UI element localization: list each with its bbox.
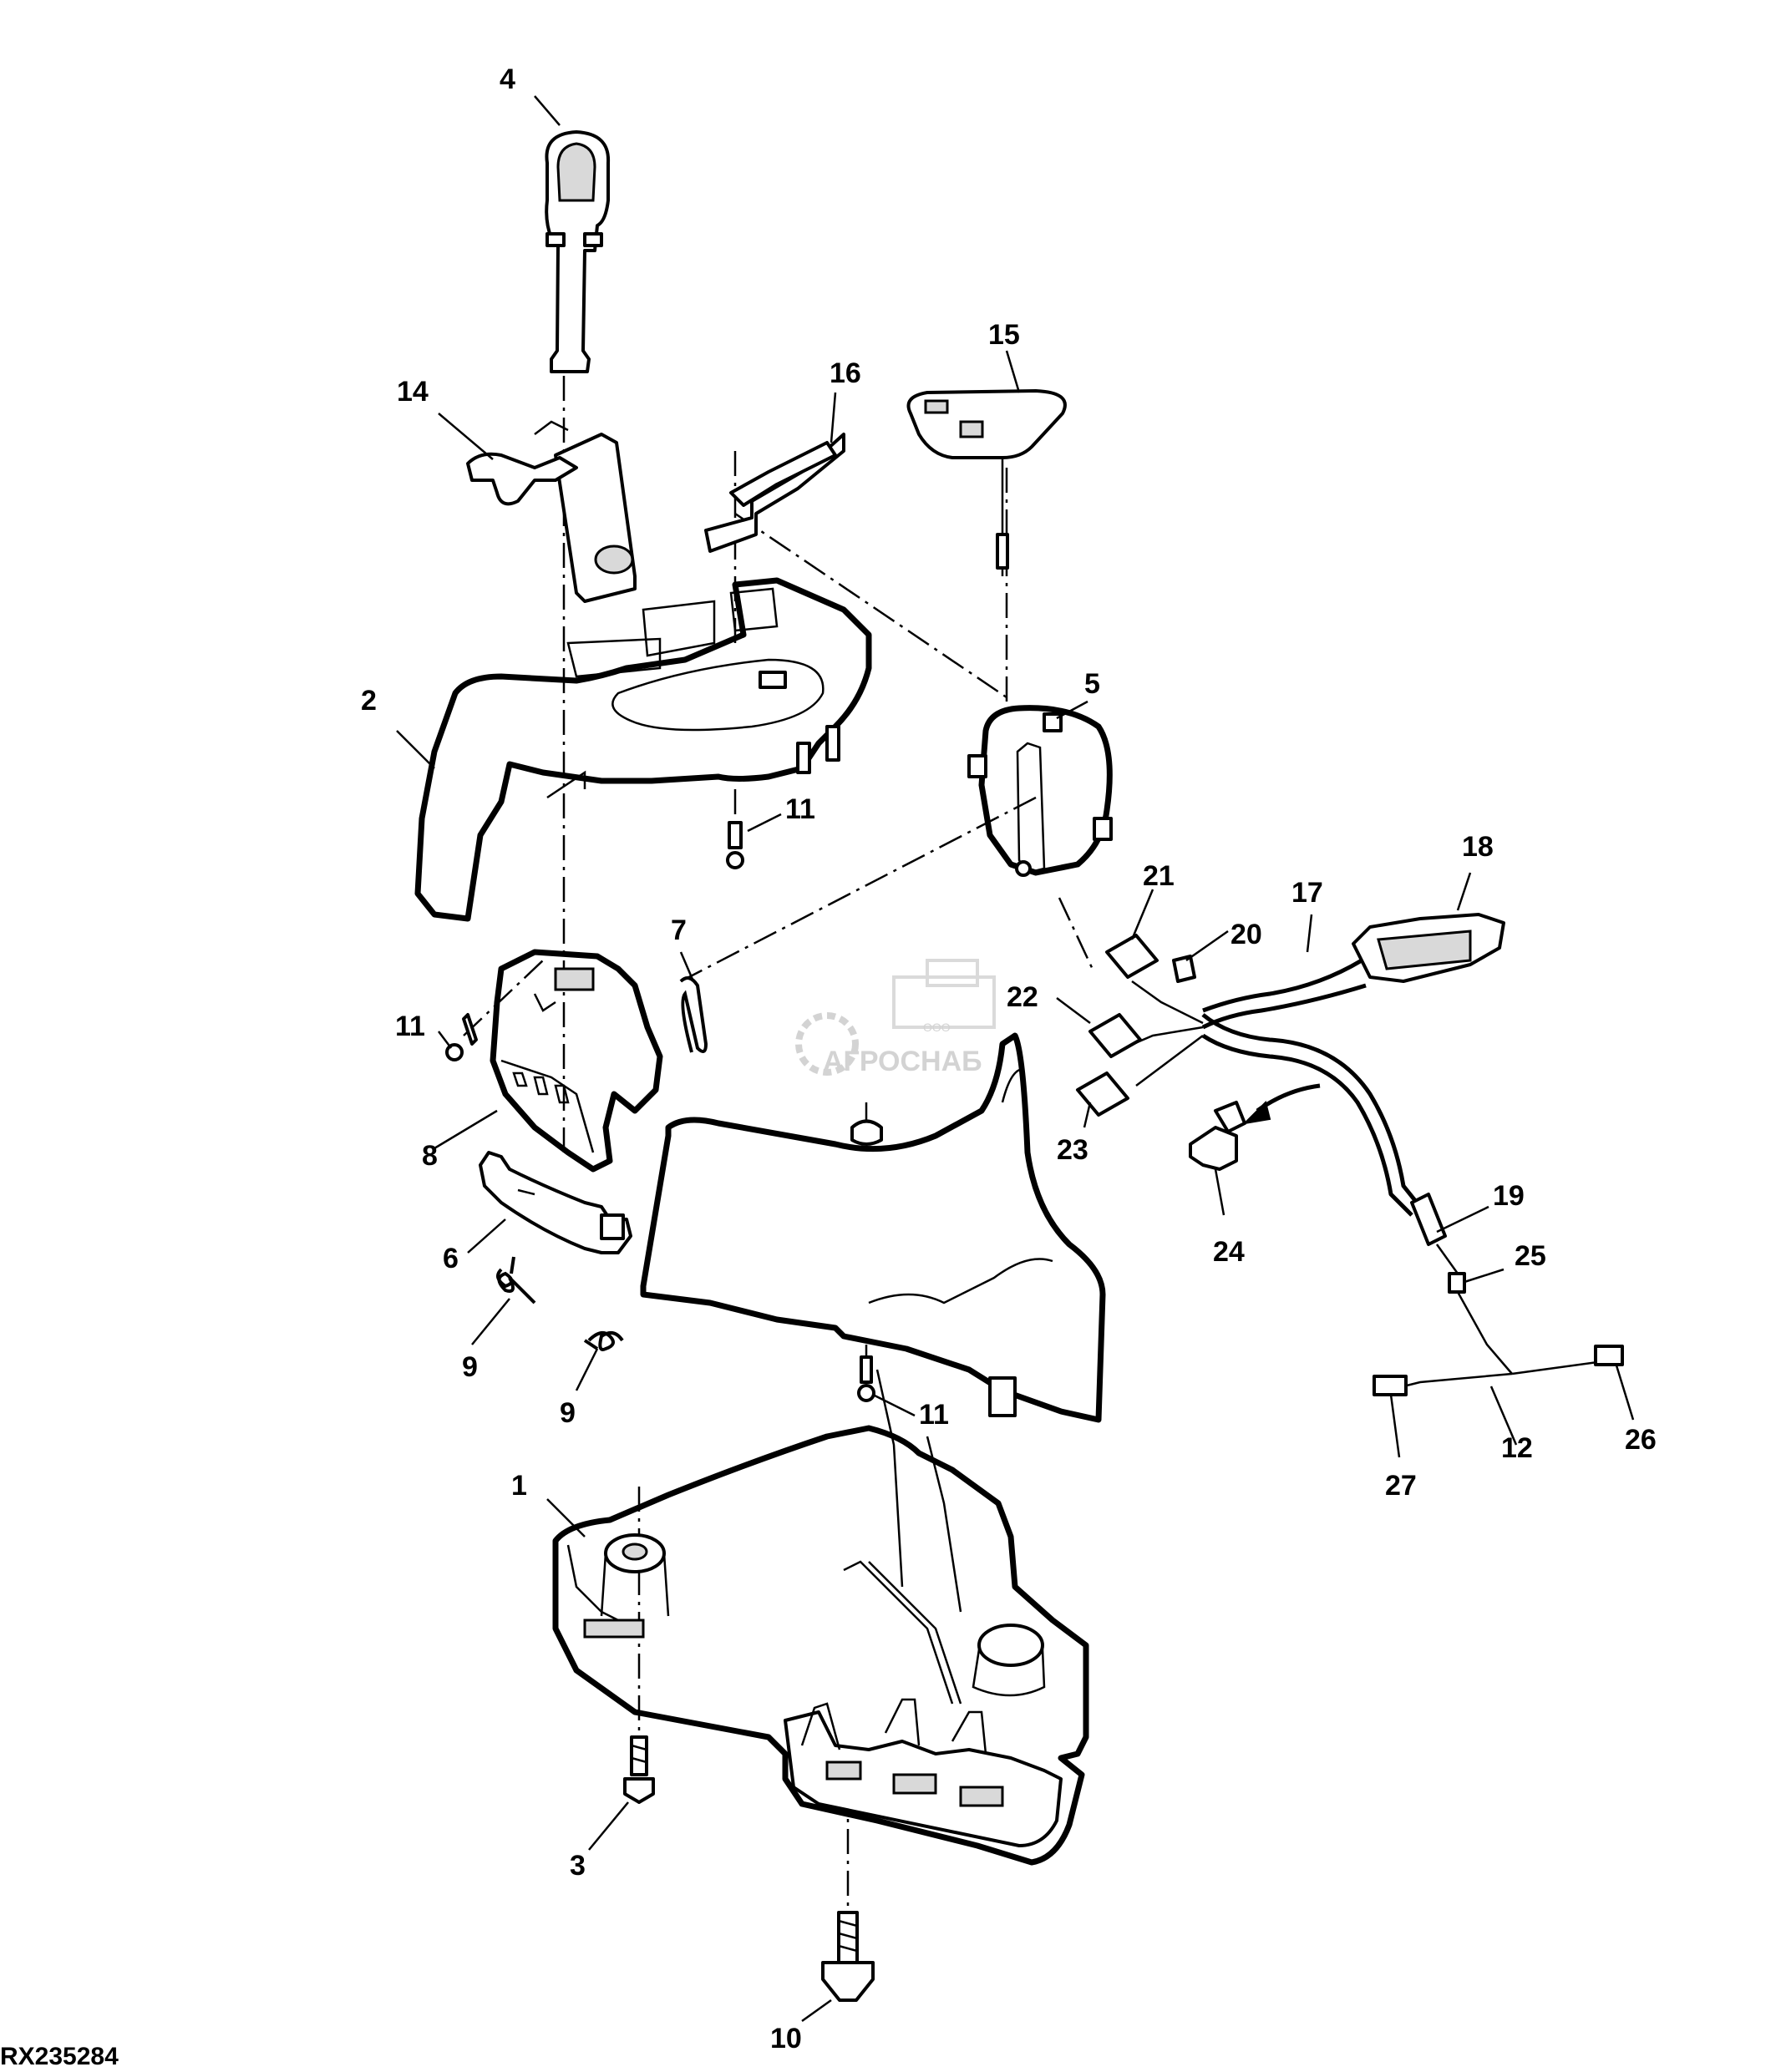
callout-12: 12	[1501, 1432, 1533, 1464]
callout-1: 1	[511, 1470, 527, 1502]
part-1-lower-console	[552, 1369, 1089, 1866]
callout-18: 18	[1462, 831, 1494, 863]
part-9-springs	[496, 1256, 624, 1351]
part-14-guide-cover	[466, 420, 637, 603]
center-cover-panel	[640, 1032, 1106, 1423]
callout-21: 21	[1143, 860, 1175, 892]
figure-id: RX235284	[0, 2043, 119, 2070]
callout-2: 2	[361, 685, 377, 717]
callout-4: 4	[500, 63, 515, 95]
watermark-brand-text: АГРОСНАБ	[823, 1046, 982, 1077]
part-15-decal	[906, 389, 1067, 576]
callout-15: 15	[988, 319, 1020, 351]
callout-7: 7	[671, 914, 687, 946]
part-5-switch-housing	[967, 705, 1113, 877]
part-3-screw	[623, 1735, 655, 1804]
callout-11-upper: 11	[785, 793, 815, 825]
callout-20: 20	[1231, 919, 1262, 950]
assembly-lines	[463, 376, 1096, 1929]
callout-3: 3	[570, 1850, 586, 1882]
callout-10: 10	[770, 2023, 802, 2054]
part-7-clip-pin	[679, 976, 708, 1053]
watermark-small-text: ООО	[923, 1021, 951, 1034]
callout-23: 23	[1057, 1134, 1088, 1166]
callout-22: 22	[1007, 981, 1038, 1013]
wire-harness	[1076, 913, 1624, 1396]
part-16-bracket	[704, 433, 845, 553]
callout-17: 17	[1291, 877, 1323, 909]
callout-9-right: 9	[560, 1397, 576, 1429]
part-11-screws	[445, 821, 875, 1402]
callout-27: 27	[1385, 1470, 1417, 1502]
callout-19: 19	[1493, 1180, 1525, 1212]
callout-11-lower: 11	[919, 1399, 949, 1431]
leader-lines	[396, 95, 1635, 2023]
part-6-switch-arm	[479, 1151, 632, 1254]
part-8-switch-bracket	[490, 949, 663, 1173]
callout-6: 6	[443, 1243, 459, 1274]
part-2-upper-console	[414, 577, 872, 922]
part-4-lever-handle	[545, 130, 611, 373]
callout-26: 26	[1625, 1424, 1657, 1456]
callout-14: 14	[397, 376, 429, 408]
callout-8: 8	[422, 1140, 438, 1172]
callout-5: 5	[1084, 668, 1100, 700]
callout-25: 25	[1515, 1240, 1546, 1272]
callout-24: 24	[1213, 1236, 1245, 1268]
callouts: 4 14 16 15 2 5 11 18 17 20 21 22 23 7 11…	[361, 63, 1657, 2054]
callout-16: 16	[830, 357, 861, 389]
watermark: ООО АГРОСНАБ	[795, 959, 996, 1077]
part-10-bolt	[821, 1911, 875, 2002]
callout-9-left: 9	[462, 1351, 478, 1383]
callout-11-left: 11	[395, 1011, 425, 1042]
part-24-clip	[1189, 1083, 1321, 1171]
